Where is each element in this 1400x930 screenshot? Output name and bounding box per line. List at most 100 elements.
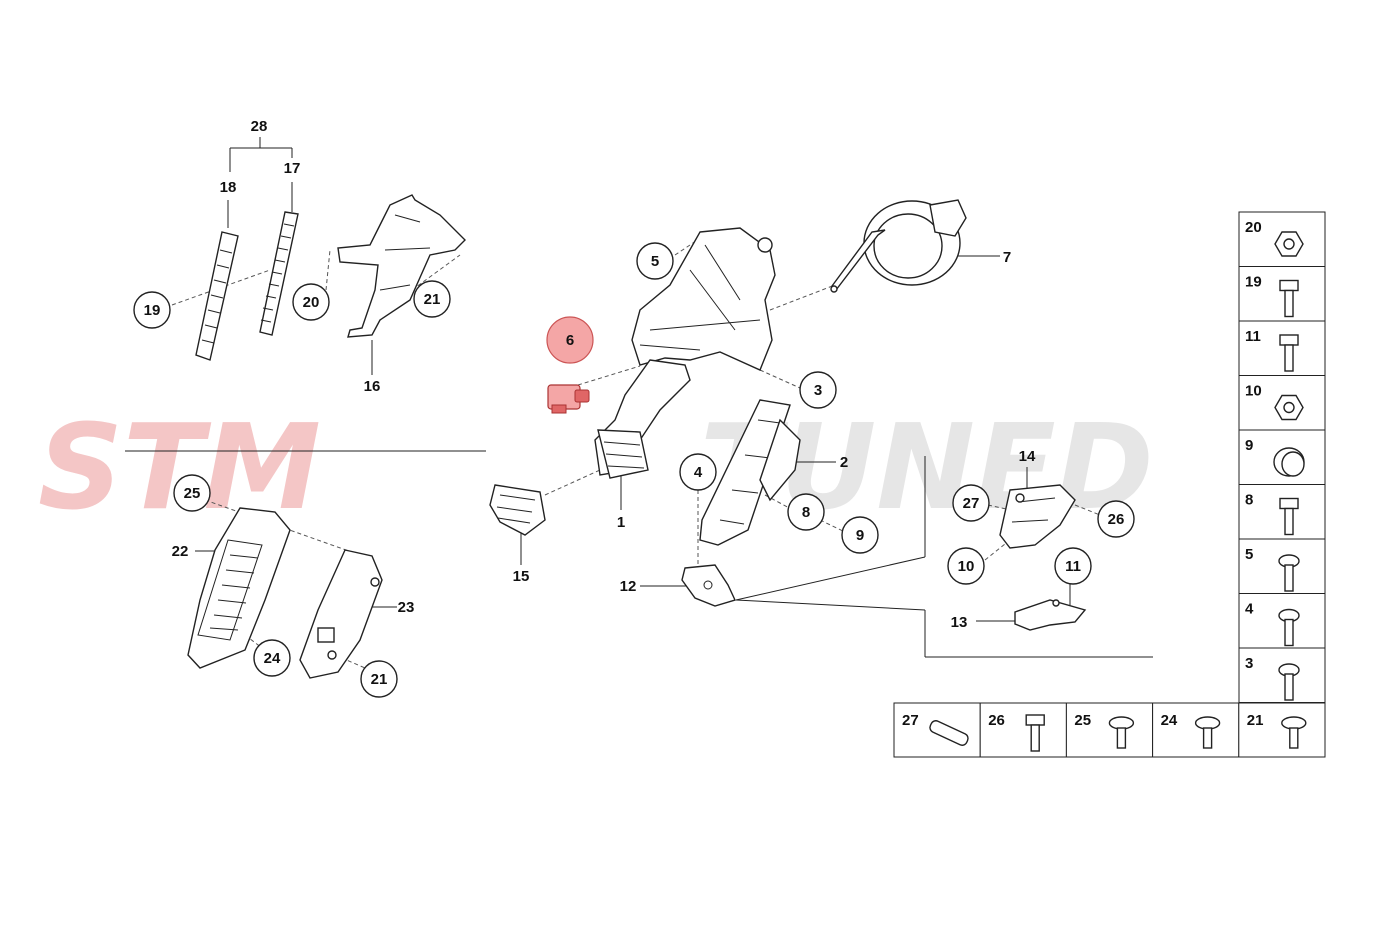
- legend-cell-24-frame: [1152, 702, 1240, 758]
- callout-25: 25: [173, 474, 211, 512]
- part-23-footrest-cover: [299, 549, 383, 679]
- legend-cell-19-frame: [1238, 266, 1326, 322]
- callout-21a-label: 21: [424, 291, 441, 308]
- legend-cell-5: 5: [1238, 538, 1326, 594]
- part-12-mount-plate: [681, 564, 736, 607]
- callout-21b: 21: [360, 660, 398, 698]
- legend-cell-9-label: 9: [1245, 437, 1253, 454]
- part-18-pedal-pad-strip: [195, 231, 239, 361]
- part-1-brake-pedal: [594, 359, 691, 479]
- legend-cell-26-label: 26: [988, 712, 1005, 729]
- legend-cell-3: 3: [1238, 647, 1326, 703]
- part-2-accelerator-pedal: [699, 399, 801, 546]
- legend-cell-27: 27: [893, 702, 981, 758]
- legend-cell-26-frame: [979, 702, 1067, 758]
- legend-cell-11-frame: [1238, 320, 1326, 376]
- watermark: STM TUNED: [38, 398, 1154, 536]
- callout-27-label: 27: [963, 495, 980, 512]
- legend-cell-20: 20: [1238, 211, 1326, 267]
- callout-25-label: 25: [184, 485, 201, 502]
- legend-cell-3-frame: [1238, 647, 1326, 703]
- callout-6-highlighted: 6: [546, 316, 594, 364]
- legend-cell-21-label: 21: [1247, 712, 1264, 729]
- legend-cell-4-label: 4: [1245, 601, 1254, 618]
- callout-20-label: 20: [303, 294, 320, 311]
- part-13-bracket: [1014, 599, 1087, 631]
- label-22: 22: [172, 543, 189, 560]
- callout-26: 26: [1097, 500, 1135, 538]
- callout-9: 9: [841, 516, 879, 554]
- rivet-icon: [1281, 716, 1307, 749]
- bolt-icon: [1279, 279, 1299, 318]
- legend-cell-5-frame: [1238, 538, 1326, 594]
- callout-8-label: 8: [802, 504, 810, 521]
- callout-6-label: 6: [566, 332, 574, 349]
- label-1: 1: [617, 514, 625, 531]
- label-12: 12: [620, 578, 637, 595]
- callout-4: 4: [679, 453, 717, 491]
- callout-26-label: 26: [1108, 511, 1125, 528]
- legend-cell-24: 24: [1152, 702, 1240, 758]
- stud-icon: [1278, 554, 1300, 592]
- legend-cell-27-label: 27: [902, 712, 919, 729]
- legend-cell-24-label: 24: [1161, 712, 1178, 729]
- rivet-icon: [1194, 716, 1221, 749]
- part-16-bracket: [337, 194, 466, 338]
- part-6-brake-light-switch: [547, 384, 590, 414]
- legend-cell-4-frame: [1238, 593, 1326, 649]
- label-16: 16: [364, 378, 381, 395]
- legend-cell-25: 25: [1065, 702, 1154, 758]
- callout-3-label: 3: [814, 382, 822, 399]
- stud-icon: [1278, 663, 1300, 701]
- callout-19: 19: [133, 291, 171, 329]
- bolt-icon: [1279, 497, 1299, 536]
- label-7: 7: [1003, 249, 1011, 266]
- label-2: 2: [840, 454, 848, 471]
- label-14: 14: [1019, 448, 1036, 465]
- label-23: 23: [398, 599, 415, 616]
- legend-cell-19: 19: [1238, 266, 1326, 322]
- legend-cell-11-label: 11: [1245, 328, 1261, 345]
- legend-cell-20-frame: [1238, 211, 1326, 267]
- callout-8: 8: [787, 493, 825, 531]
- legend-cell-26: 26: [979, 702, 1067, 758]
- legend-cell-10-label: 10: [1245, 383, 1262, 400]
- bolt-icon: [1279, 334, 1299, 372]
- fastener-legend-row: 27 26 25 24 21: [893, 702, 1326, 758]
- callout-11: 11: [1054, 547, 1092, 585]
- legend-cell-5-label: 5: [1245, 546, 1253, 563]
- legend-cell-8-frame: [1238, 484, 1326, 540]
- plug-icon: [1273, 447, 1305, 477]
- legend-cell-9: 9: [1238, 429, 1326, 485]
- part-15-clutch-pad: [489, 484, 546, 536]
- clip-icon: [929, 720, 969, 746]
- legend-cell-10: 10: [1238, 375, 1326, 431]
- callout-3: 3: [799, 371, 837, 409]
- legend-cell-19-label: 19: [1245, 274, 1262, 291]
- callout-9-label: 9: [856, 527, 864, 544]
- callout-5-label: 5: [651, 253, 659, 270]
- callout-20: 20: [292, 283, 330, 321]
- legend-cell-8-label: 8: [1245, 492, 1253, 509]
- callout-21b-label: 21: [371, 671, 388, 688]
- legend-cell-3-label: 3: [1245, 655, 1253, 672]
- legend-cell-25-frame: [1065, 702, 1154, 758]
- hex-nut-icon: [1274, 231, 1304, 257]
- part-17-ribbed-pad: [259, 211, 299, 336]
- callout-21a: 21: [413, 280, 451, 318]
- part-22-clutch-footrest: [187, 507, 291, 669]
- fastener-legend-column: 20 19 11 10 9 8 5 4 3: [1238, 211, 1326, 703]
- label-18: 18: [220, 179, 237, 196]
- callout-4-label: 4: [694, 464, 703, 481]
- rivet-icon: [1108, 716, 1135, 749]
- legend-cell-21-frame: [1238, 702, 1326, 758]
- stud-icon: [1278, 608, 1300, 647]
- callout-24-label: 24: [264, 650, 281, 667]
- label-28: 28: [251, 118, 268, 135]
- legend-cell-25-label: 25: [1074, 712, 1091, 729]
- callout-11-label: 11: [1065, 558, 1081, 575]
- callouts: 19 20 21 5 6 3 4 8 9 27 26 10 11 25 24 2…: [133, 118, 1135, 698]
- legend-cell-20-label: 20: [1245, 219, 1262, 236]
- callout-10: 10: [947, 547, 985, 585]
